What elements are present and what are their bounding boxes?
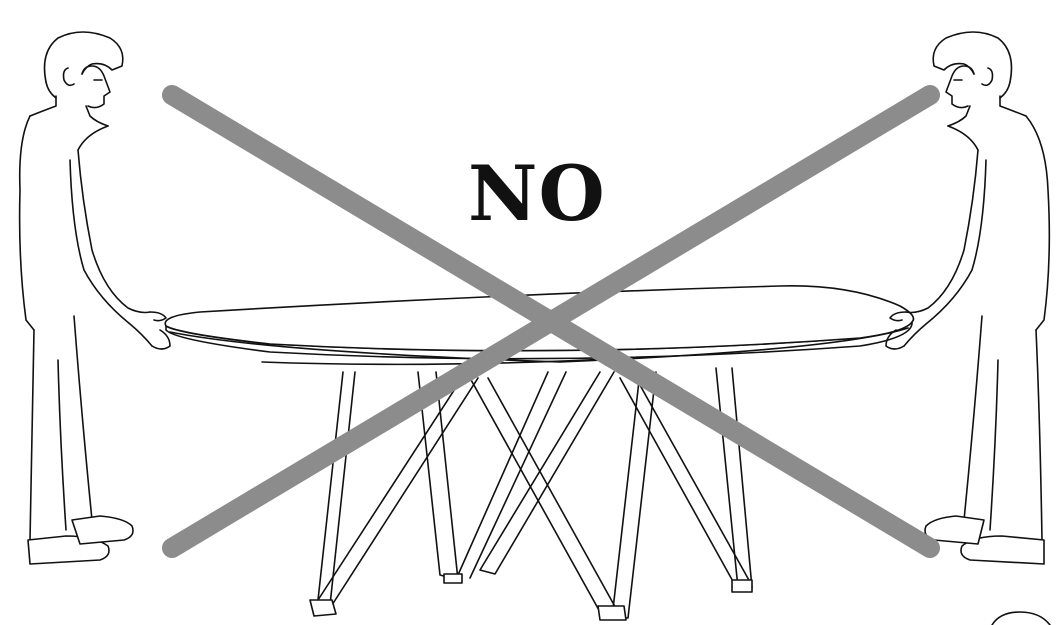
left-person [20,32,170,564]
no-label: NO [468,156,606,232]
